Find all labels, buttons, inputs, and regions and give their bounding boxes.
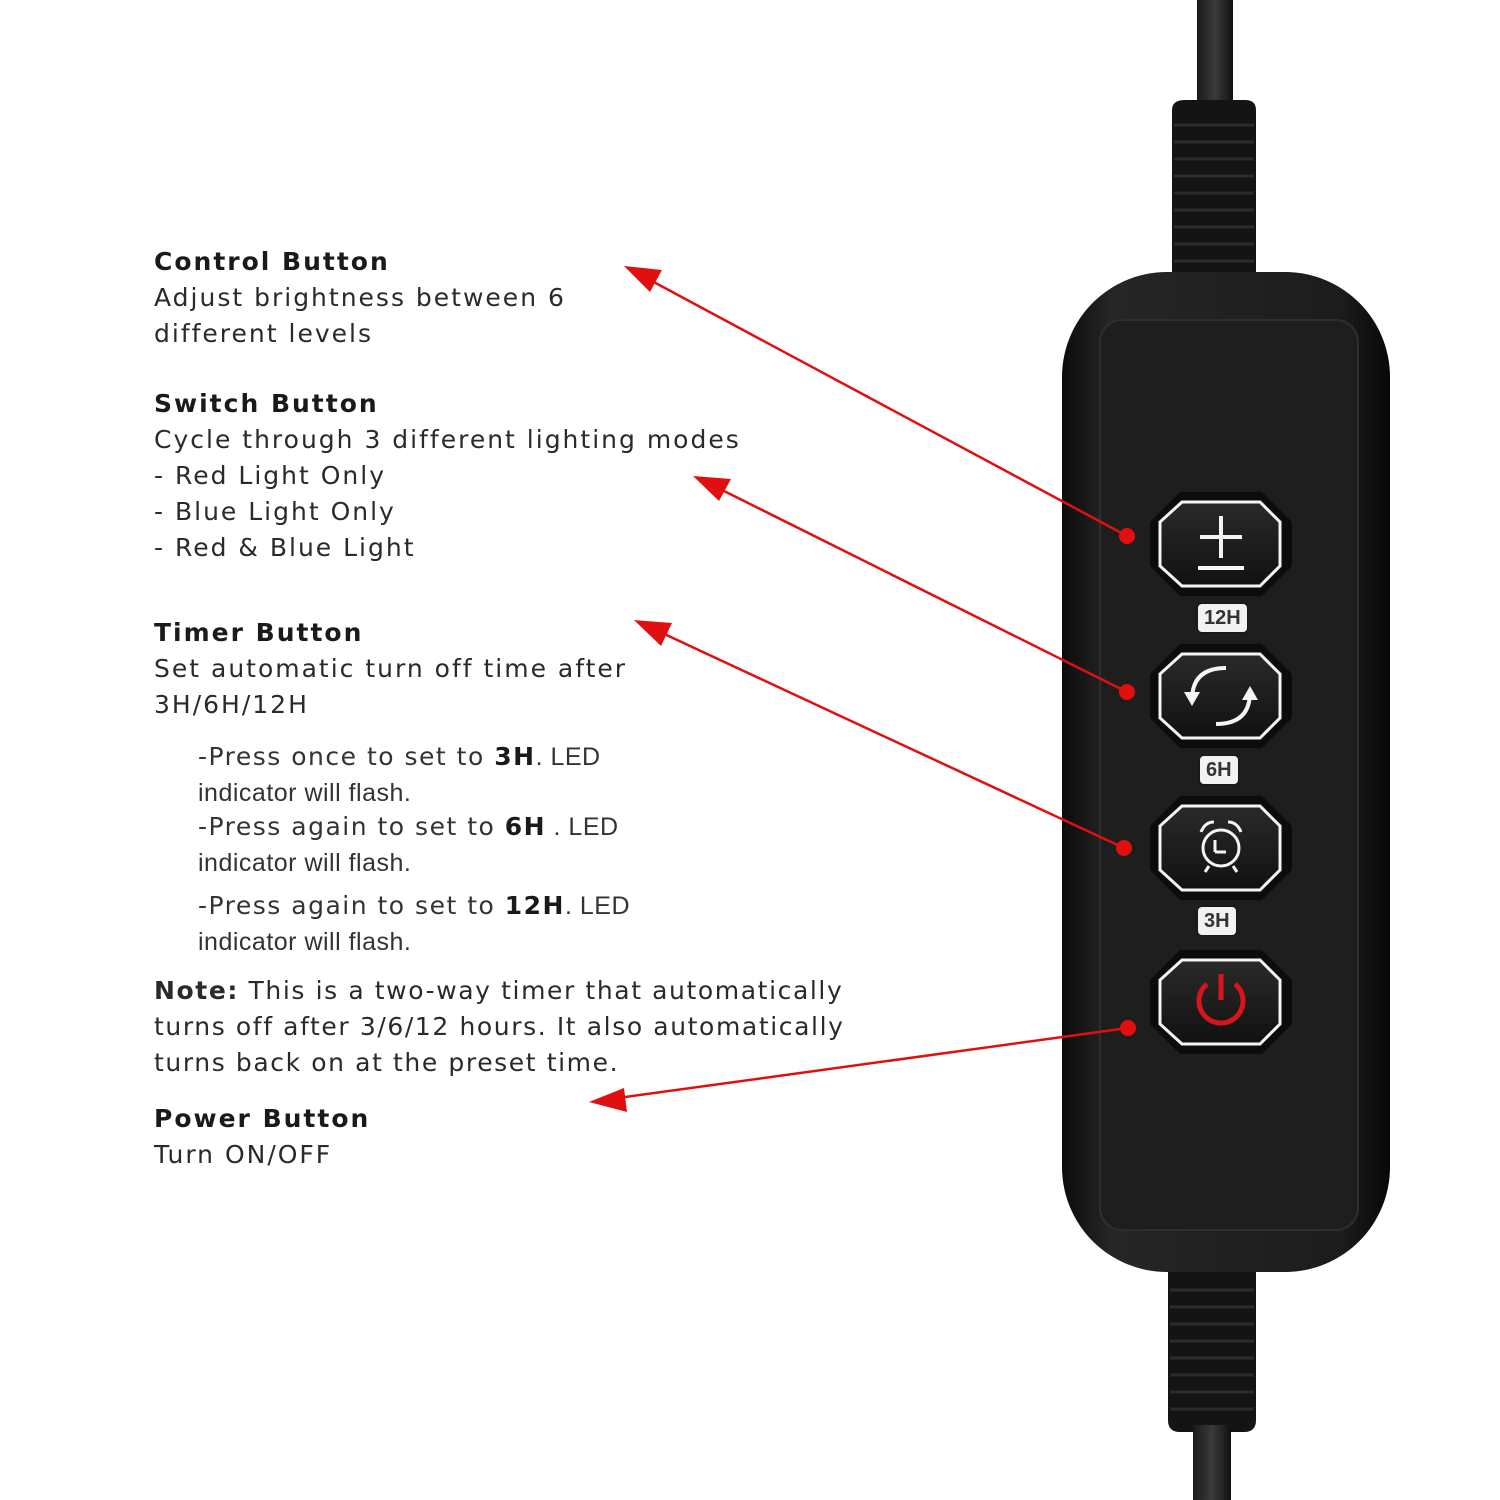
note-line1: This is a two-way timer that automatical… [239,976,844,1005]
timer-desc-line2: 3H/6H/12H [154,690,309,719]
timer-step-2-value: 6H [504,812,547,841]
cycle-arrows-icon [1184,666,1258,726]
bottom-cord [1193,1425,1231,1500]
power-icon [1196,974,1246,1026]
callout-arrows [589,266,1136,1112]
note-label: Note: [154,976,240,1005]
tag-12h: 12H [1198,604,1247,632]
timer-step-1-value: 3H [494,742,536,771]
timer-step-1: -Press once to set to 3H. LED indicator … [198,739,601,811]
control-section: Control Button Adjust brightness between… [154,244,566,352]
top-strain-relief [1172,100,1256,285]
tag-6h: 6H [1200,756,1238,784]
timer-step-3-prefix: -Press again to set to [198,891,505,920]
note-line3: turns back on at the preset time. [154,1048,620,1077]
timer-step-3-value: 12H [504,891,565,920]
timer-step-3-line2: indicator will flash. [198,928,412,956]
switch-mode-red-blue: - Red & Blue Light [154,533,416,562]
timer-step-3-suffix: . LED [564,892,631,920]
switch-mode-blue: - Blue Light Only [154,497,396,526]
switch-desc-line1: Cycle through 3 different lighting modes [154,425,741,454]
timer-step-2-suffix: . LED [546,813,619,841]
control-arrow [624,266,1135,544]
switch-title: Switch Button [154,389,379,418]
timer-step-1-line2: indicator will flash. [198,779,412,807]
alarm-clock-icon [1199,820,1243,873]
note-line2: turns off after 3/6/12 hours. It also au… [154,1012,845,1041]
control-title: Control Button [154,247,390,276]
plus-minus-button[interactable] [1150,492,1292,596]
control-desc-line2: different levels [154,319,373,348]
power-arrow [589,1020,1136,1112]
tag-3h: 3H [1198,907,1236,935]
timer-step-3: -Press again to set to 12H. LED indicato… [198,888,630,960]
switch-arrow [693,476,1135,700]
timer-arrow [634,620,1132,856]
timer-step-2-prefix: -Press again to set to [198,812,505,841]
switch-button[interactable] [1150,644,1292,748]
timer-step-1-prefix: -Press once to set to [198,742,495,771]
timer-desc-line1: Set automatic turn off time after [154,654,628,683]
timer-title: Timer Button [154,618,364,647]
timer-button[interactable] [1150,796,1292,900]
timer-step-1-suffix: . LED [535,743,601,771]
power-button[interactable] [1150,950,1292,1054]
control-desc-line1: Adjust brightness between 6 [154,283,566,312]
timer-section: Timer Button Set automatic turn off time… [154,615,627,723]
note-section: Note: This is a two-way timer that autom… [154,973,845,1081]
switch-section: Switch Button Cycle through 3 different … [154,386,741,566]
bottom-strain-relief [1168,1260,1256,1432]
timer-step-2: -Press again to set to 6H . LED indicato… [198,809,619,881]
power-desc: Turn ON/OFF [154,1140,333,1169]
timer-step-2-line2: indicator will flash. [198,849,412,877]
power-title: Power Button [154,1104,371,1133]
switch-mode-red: - Red Light Only [154,461,387,490]
power-section: Power Button Turn ON/OFF [154,1101,370,1173]
plus-minus-icon [1198,516,1244,570]
